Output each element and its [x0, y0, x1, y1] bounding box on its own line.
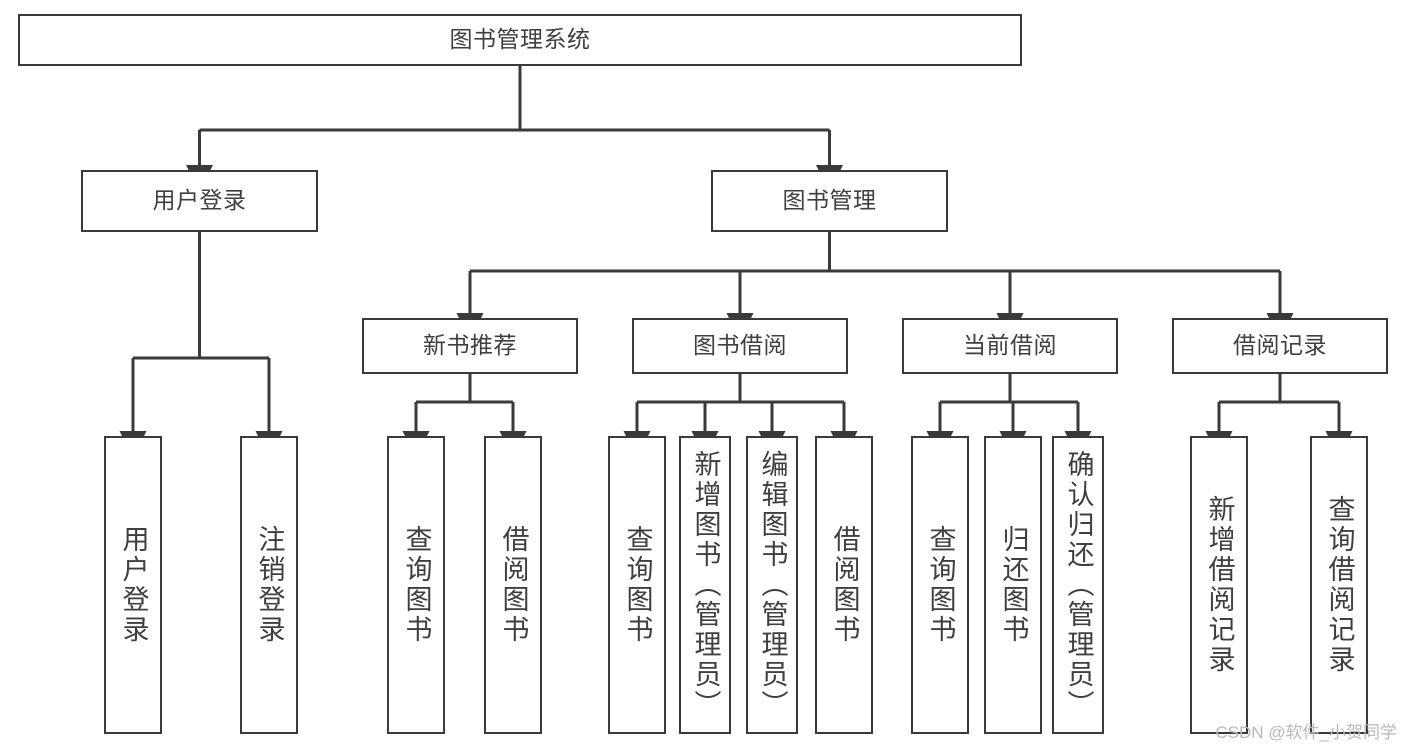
watermark: CSDN @软件_小贺同学: [1215, 723, 1397, 742]
leaf-add-borrow-record-label: 新增借阅记录: [1204, 495, 1235, 675]
leaf-user-login-label: 用户登录: [118, 525, 149, 645]
leaf-user-logout-label: 注销登录: [254, 525, 285, 645]
node-user-login[interactable]: 用户登录: [81, 170, 318, 232]
node-user-login-label: 用户登录: [152, 187, 247, 214]
leaf-borrow-book-recommend-label: 借阅图书: [498, 525, 529, 645]
node-new-book-recommend[interactable]: 新书推荐: [362, 318, 578, 374]
leaf-return-book[interactable]: 归还图书: [984, 436, 1042, 734]
leaf-user-logout[interactable]: 注销登录: [240, 436, 298, 734]
leaf-borrow-book-label: 借阅图书: [829, 525, 860, 645]
leaf-query-book-recommend[interactable]: 查询图书: [387, 436, 445, 734]
leaf-query-book-current-label: 查询图书: [925, 525, 956, 645]
node-book-borrow-label: 图书借阅: [693, 332, 787, 359]
node-root[interactable]: 图书管理系统: [18, 14, 1022, 66]
node-new-book-recommend-label: 新书推荐: [423, 332, 517, 359]
leaf-return-book-label: 归还图书: [998, 525, 1029, 645]
node-borrow-record[interactable]: 借阅记录: [1172, 318, 1388, 374]
leaf-edit-book[interactable]: 编辑图书（管理员）: [746, 436, 798, 734]
node-root-label: 图书管理系统: [449, 26, 591, 53]
leaf-user-login[interactable]: 用户登录: [104, 436, 162, 734]
leaf-query-book-borrow[interactable]: 查询图书: [608, 436, 666, 734]
node-book-borrow[interactable]: 图书借阅: [632, 318, 848, 374]
leaf-confirm-return[interactable]: 确认归还（管理员）: [1052, 436, 1104, 734]
leaf-query-borrow-record[interactable]: 查询借阅记录: [1310, 436, 1368, 734]
leaf-query-book-recommend-label: 查询图书: [401, 525, 432, 645]
node-book-manage[interactable]: 图书管理: [711, 170, 948, 232]
leaf-edit-book-label: 编辑图书（管理员）: [757, 450, 788, 720]
leaf-borrow-book-recommend[interactable]: 借阅图书: [484, 436, 542, 734]
node-borrow-record-label: 借阅记录: [1233, 332, 1327, 359]
node-current-borrow[interactable]: 当前借阅: [902, 318, 1118, 374]
leaf-add-borrow-record[interactable]: 新增借阅记录: [1190, 436, 1248, 734]
leaf-query-book-current[interactable]: 查询图书: [911, 436, 969, 734]
node-book-manage-label: 图书管理: [782, 187, 877, 214]
leaf-query-borrow-record-label: 查询借阅记录: [1324, 495, 1355, 675]
leaf-confirm-return-label: 确认归还（管理员）: [1063, 450, 1094, 720]
leaf-query-book-borrow-label: 查询图书: [622, 525, 653, 645]
leaf-borrow-book[interactable]: 借阅图书: [815, 436, 873, 734]
node-current-borrow-label: 当前借阅: [963, 332, 1057, 359]
leaf-add-book[interactable]: 新增图书（管理员）: [679, 436, 731, 734]
leaf-add-book-label: 新增图书（管理员）: [690, 450, 721, 720]
